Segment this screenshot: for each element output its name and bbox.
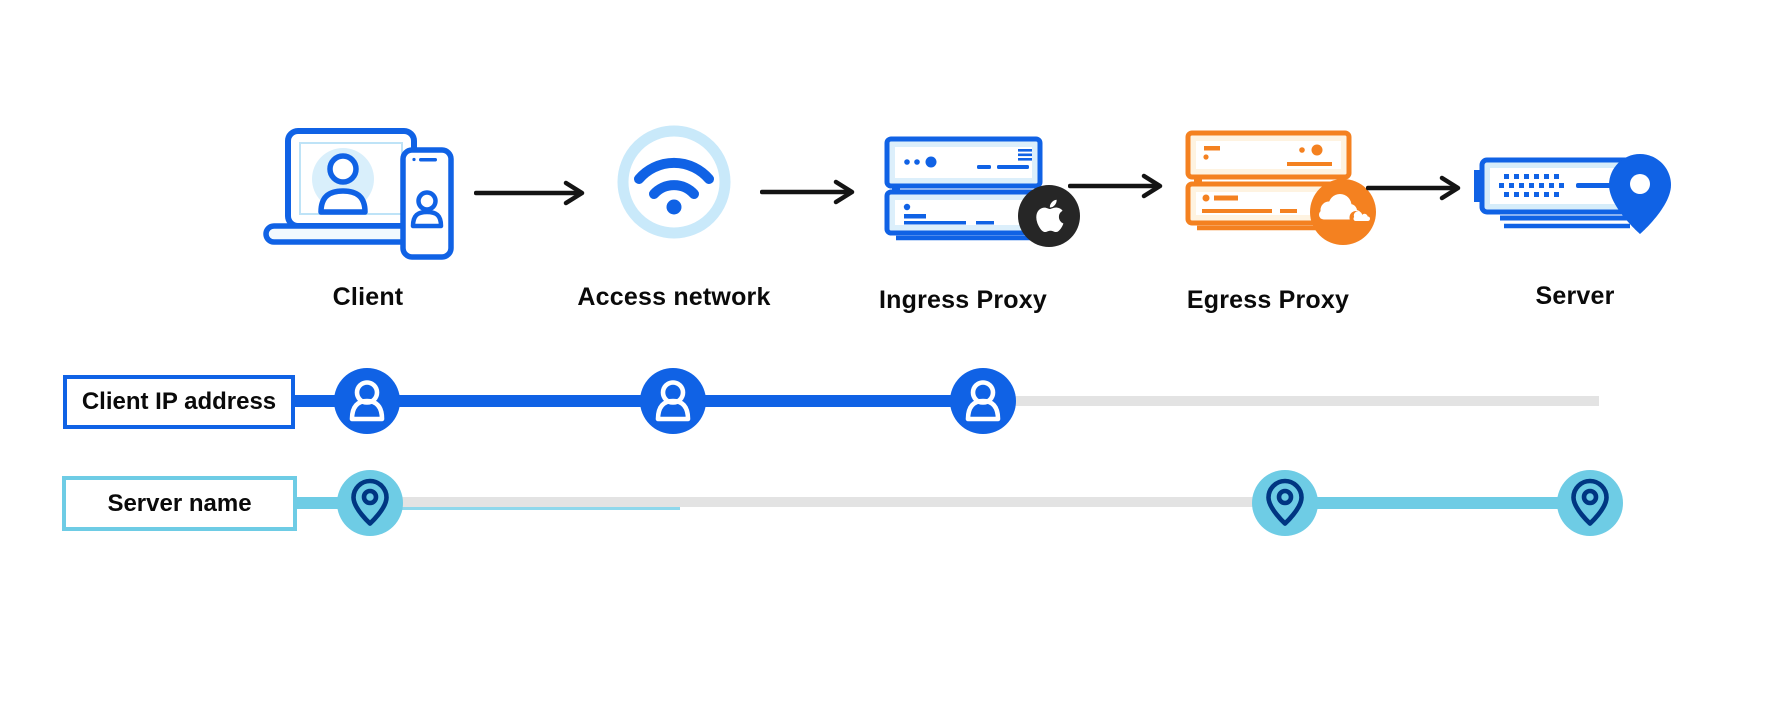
egress-proxy-server-stack-icon: [1185, 130, 1376, 245]
person-icon: [950, 368, 1016, 434]
node-label-ingress-proxy: Ingress Proxy: [879, 286, 1047, 314]
laptop-phone-user-icon: [263, 128, 454, 260]
client-ip-address-label-box: Client IP address: [63, 375, 295, 429]
client-ip-inactive-line: [983, 396, 1599, 406]
server-name-thin-underline: [370, 507, 680, 510]
location-pin-icon: [1252, 470, 1318, 536]
location-pin-icon: [337, 470, 403, 536]
location-pin-icon: [1557, 470, 1623, 536]
person-icon: [334, 368, 400, 434]
server-dot-grid: [1499, 174, 1564, 197]
arrow-right-icon: [1366, 175, 1461, 201]
person-icon: [640, 368, 706, 434]
node-label-access-network: Access network: [577, 283, 771, 311]
arrow-right-icon: [474, 180, 585, 206]
wifi-icon: [617, 125, 731, 239]
location-pin-icon: [1609, 154, 1671, 234]
node-label-server: Server: [1535, 282, 1615, 310]
client-ip-active-line: [290, 395, 985, 407]
node-label-egress-proxy: Egress Proxy: [1186, 286, 1350, 314]
server-location-pin-icon: [1474, 154, 1671, 234]
server-name-label-box: Server name: [62, 476, 297, 531]
node-label-client: Client: [332, 283, 404, 311]
apple-logo-badge: [1018, 185, 1080, 247]
client-ip-address-label: Client IP address: [81, 388, 277, 415]
arrow-right-icon: [1068, 173, 1163, 199]
cloudflare-logo-badge: [1310, 179, 1376, 245]
arrow-right-icon: [760, 179, 855, 205]
ingress-proxy-server-stack-icon: [884, 136, 1080, 247]
server-name-inactive-line: [370, 497, 1285, 507]
server-name-label: Server name: [107, 489, 252, 517]
server-name-active-line: [1285, 497, 1590, 509]
